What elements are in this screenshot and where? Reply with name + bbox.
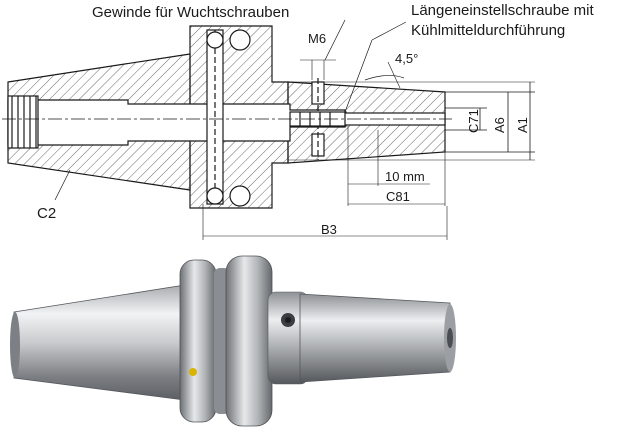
label-balancing-screws: Gewinde für Wuchtschrauben — [92, 4, 290, 21]
central-bore — [7, 99, 346, 146]
label-adjusting-screw-1: Längeneinstellschraube mit — [411, 2, 594, 19]
tool-holder-render — [10, 255, 456, 427]
label-adjusting-screw-2: Kühlmitteldurchführung — [411, 22, 566, 39]
label-a1: A1 — [515, 117, 530, 133]
label-c2: C2 — [37, 205, 57, 222]
label-angle: 4,5° — [395, 51, 419, 66]
label-c71: C71 — [466, 109, 481, 133]
label-10mm: 10 mm — [385, 169, 425, 184]
label-a6: A6 — [492, 117, 507, 133]
label-thread-m6: M6 — [308, 31, 327, 46]
section-drawing — [2, 19, 535, 240]
label-b3: B3 — [321, 222, 337, 237]
label-c81: C81 — [386, 189, 410, 204]
